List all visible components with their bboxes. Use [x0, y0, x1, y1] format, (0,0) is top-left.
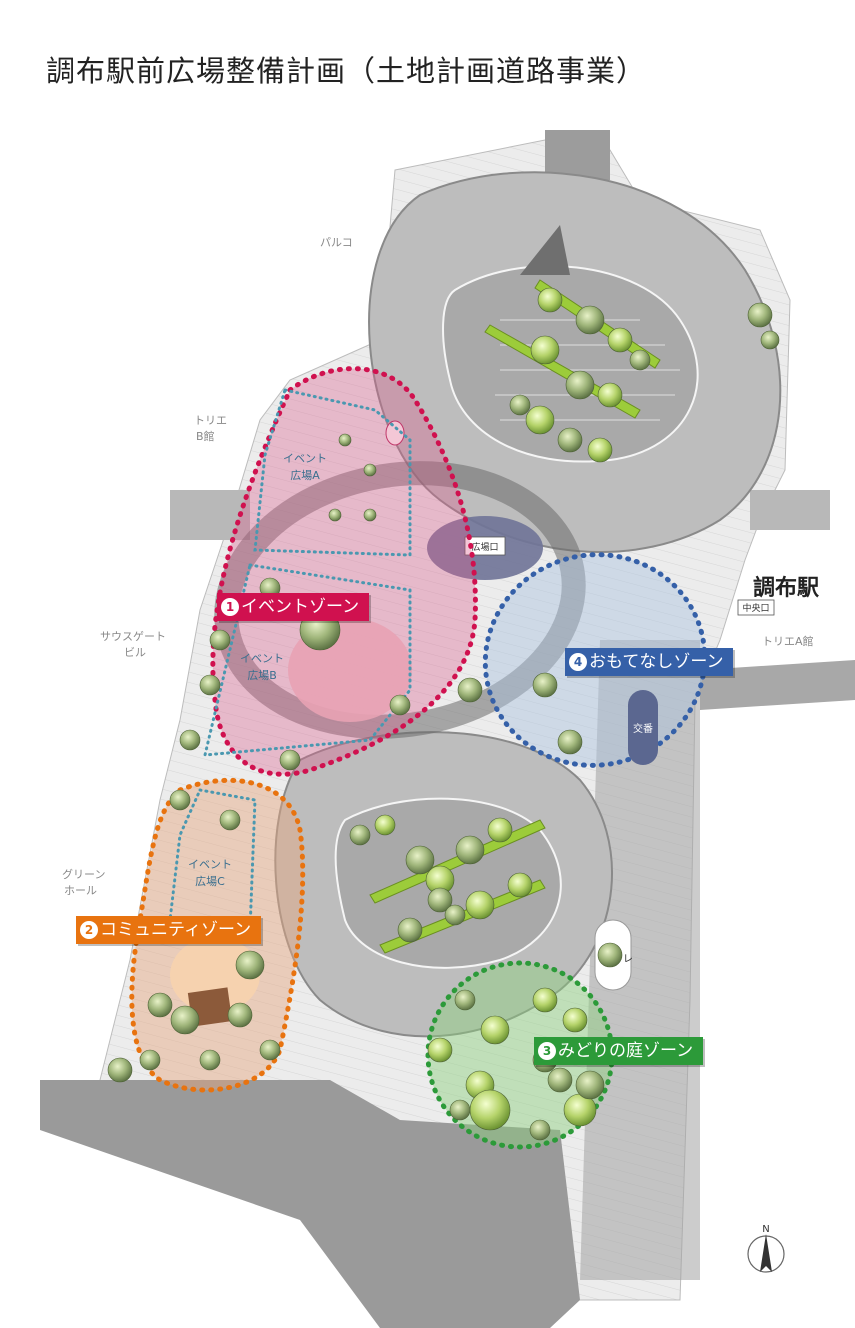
tree-icon [328, 508, 342, 522]
event-plaza-c-label-2: 広場C [195, 875, 225, 888]
event-ring [214, 461, 586, 739]
south-gate-label-1: サウスゲート [100, 630, 166, 643]
north-arrow-icon: N [747, 1224, 785, 1273]
tree-icon [405, 845, 435, 875]
tree-icon [199, 674, 221, 696]
tree-icon [349, 824, 371, 846]
tree-icon [374, 814, 396, 836]
green-hall-label-2: ホール [64, 884, 97, 897]
tree-icon [235, 950, 265, 980]
tree-icon [575, 1070, 605, 1100]
zone-name: コミュニティゾーン [100, 920, 252, 940]
tree-icon [209, 629, 231, 651]
tree-icon [469, 1089, 511, 1131]
event-plaza-a-label-2: 広場A [290, 469, 320, 482]
tree-icon [227, 1002, 253, 1028]
tree-icon [562, 1007, 588, 1033]
plaza-exit-label: 広場口 [471, 541, 498, 553]
tree-icon [532, 672, 558, 698]
building-labels: パルコ トリエ B館 サウスゲート ビル グリーン ホール トリエA館 中央口 [62, 236, 814, 897]
event-plaza-a-label-1: イベント [283, 452, 327, 465]
tree-icon [760, 330, 780, 350]
tree-icon [557, 729, 583, 755]
tree-icon [565, 370, 595, 400]
tree-icon [427, 887, 453, 913]
tree-icon [147, 992, 173, 1018]
tree-icon [170, 1005, 200, 1035]
tree-icon [455, 835, 485, 865]
trees [107, 287, 780, 1141]
tree-icon [537, 287, 563, 313]
tree-icon [530, 335, 560, 365]
station-label: 調布駅 [753, 576, 820, 601]
tree-icon [169, 789, 191, 811]
koban-label: 交番 [633, 722, 653, 735]
svg-text:N: N [762, 1224, 769, 1235]
zone-name: イベントゾーン [241, 597, 360, 617]
parco-label: パルコ [320, 236, 353, 249]
tree-icon [597, 382, 623, 408]
torie-b-label-1: トリエ [194, 414, 227, 427]
tree-icon [259, 1039, 281, 1061]
zone-number: 3 [538, 1042, 556, 1060]
tree-icon [338, 433, 352, 447]
tree-icon [597, 942, 623, 968]
tree-icon [557, 427, 583, 453]
zone-number: 4 [569, 653, 587, 671]
tree-icon [107, 1057, 133, 1083]
tree-icon [529, 1119, 551, 1141]
tree-icon [532, 987, 558, 1013]
zone-name: おもてなしゾーン [589, 652, 724, 672]
tree-icon [444, 904, 466, 926]
tree-icon [509, 394, 531, 416]
tree-icon [279, 749, 301, 771]
torie-a-label: トリエA館 [762, 634, 814, 648]
tree-icon [427, 1037, 453, 1063]
tree-icon [139, 1049, 161, 1071]
zone-number: 2 [80, 921, 98, 939]
tree-icon [363, 463, 377, 477]
tree-icon [179, 729, 201, 751]
event-zone: イベント 広場A イベント 広場B [203, 366, 478, 777]
roads [40, 130, 855, 1328]
tree-icon [525, 405, 555, 435]
tree-icon [575, 305, 605, 335]
zone-number: 1 [221, 598, 239, 616]
tree-icon [607, 327, 633, 353]
page-title: 調布駅前広場整備計画（土地計画道路事業） [46, 54, 647, 88]
tree-icon [389, 694, 411, 716]
tree-icon [449, 1099, 471, 1121]
tree-icon [507, 872, 533, 898]
tree-icon [747, 302, 773, 328]
tree-icon [363, 508, 377, 522]
tree-icon [587, 437, 613, 463]
plaza-exit-area: 広場口 [427, 516, 543, 580]
tree-icon [397, 917, 423, 943]
tree-icon [465, 890, 495, 920]
zone-name: みどりの庭ゾーン [558, 1041, 694, 1061]
tree-icon [487, 817, 513, 843]
tree-icon [547, 1067, 573, 1093]
event-plaza-b-label-2: 広場B [247, 669, 277, 682]
north-rotary [368, 171, 782, 553]
torie-b-label-2: B館 [196, 429, 215, 443]
tree-icon [454, 989, 476, 1011]
tree-icon [199, 1049, 221, 1071]
central-exit-label: 中央口 [742, 602, 769, 614]
event-plaza-b-label-1: イベント [240, 652, 284, 665]
tree-icon [480, 1015, 510, 1045]
tree-icon [629, 349, 651, 371]
event-plaza-c-label-1: イベント [188, 858, 232, 871]
green-hall-label-1: グリーン [62, 867, 105, 881]
south-gate-label-2: ビル [124, 646, 146, 659]
tree-icon [457, 677, 483, 703]
tree-icon [219, 809, 241, 831]
